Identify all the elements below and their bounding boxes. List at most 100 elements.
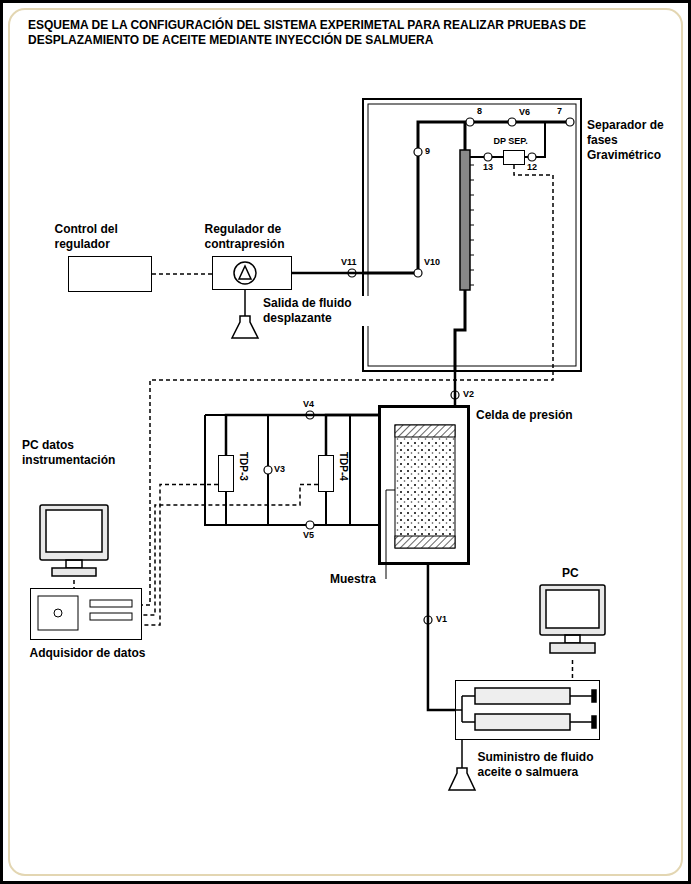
fluid-line <box>454 372 457 405</box>
signal-line <box>142 485 218 625</box>
pump-art-part <box>455 696 475 722</box>
node-label: Control del regulador <box>55 222 175 252</box>
valve-label: 13 <box>482 162 494 172</box>
label-wrap: 8 <box>476 106 483 116</box>
valve-label: V10 <box>423 257 441 267</box>
valve-symbol-part <box>528 153 536 161</box>
computer-icon-part <box>52 568 96 576</box>
computer-icon-part <box>90 613 132 620</box>
valve-label: V4 <box>302 399 315 409</box>
fluid-line <box>292 272 362 275</box>
core-sample-art-part <box>395 425 455 437</box>
label-wrap: Adquisidor de datos <box>30 646 150 661</box>
computer-icon-part <box>565 635 580 643</box>
dp-transducer: DP SEP. <box>503 150 525 165</box>
transducer-manifold-part <box>225 492 227 525</box>
core-sample-art <box>386 425 455 579</box>
computer-icon-part <box>38 596 78 630</box>
label-wrap: V11 <box>340 257 358 267</box>
regulator-symbol-part <box>232 316 258 338</box>
computer-icon-part <box>66 560 82 568</box>
core-sample-art-part <box>386 490 395 579</box>
label-wrap: Control del regulador <box>55 222 175 252</box>
core-sample: Muestra <box>395 425 455 548</box>
valve-symbol-part <box>306 521 314 529</box>
pump-art-part <box>592 690 596 702</box>
computer-icon-part <box>40 505 108 560</box>
outlet-label: Salida de fluido desplazante <box>262 296 374 326</box>
valve-label: V5 <box>302 530 315 540</box>
node-label: PC datos instrumentación <box>22 438 147 468</box>
title-wrap: ESQUEMA DE LA CONFIGURACIÓN DEL SISTEMA … <box>28 18 628 48</box>
pressure-cell: Celda de presiónMuestra <box>378 405 470 565</box>
node-label: Regulador de contrapresión <box>205 222 335 252</box>
node-label: Celda de presión <box>476 408 591 423</box>
signal-line <box>73 580 75 588</box>
pump-art-part <box>461 740 463 768</box>
regulator-box: Regulador de contrapresión <box>212 256 292 290</box>
node-label: TDP-3 <box>237 452 249 481</box>
valve-symbol-part <box>484 153 492 161</box>
label-wrap: 9 <box>424 146 431 156</box>
valve-label: V3 <box>273 464 286 474</box>
pressure-transducer: TDP-3 <box>218 455 234 492</box>
valve-label: 7 <box>556 106 563 116</box>
core-sample-art-part <box>395 536 455 548</box>
label-wrap: V5 <box>302 530 315 540</box>
transducer-manifold <box>205 415 378 525</box>
valve-label: V6 <box>518 107 531 117</box>
label-wrap: 12 <box>526 162 538 172</box>
separator-internals-part <box>455 290 465 372</box>
transducer-manifold-part <box>325 492 327 525</box>
node-label: TDP-4 <box>337 452 349 481</box>
computer-icon-part <box>90 600 132 607</box>
valve-label: 8 <box>476 106 483 116</box>
separator-internals-part <box>470 165 474 285</box>
label-wrap: V2 <box>462 389 475 399</box>
regulator-symbol-part <box>244 290 246 316</box>
pump-art-part <box>475 688 570 704</box>
valve-label: V11 <box>340 257 358 267</box>
transducer-manifold-part <box>205 415 378 525</box>
transducer-manifold-part <box>205 414 226 416</box>
label-wrap: PC datos instrumentación <box>22 438 147 468</box>
core-sample-art-part <box>395 425 455 548</box>
valve-symbol-part <box>264 466 272 474</box>
label-wrap: V10 <box>423 257 441 267</box>
label-wrap: Regulador de contrapresión <box>205 222 335 252</box>
valve-label: V2 <box>462 389 475 399</box>
separator-box: Separador de fases GravimétricoDP SEP. <box>362 98 582 372</box>
label-wrap: Muestra <box>330 572 385 587</box>
valve-symbol-part <box>414 269 422 277</box>
separator-internals-part <box>470 122 545 157</box>
label-wrap: V1 <box>435 614 448 624</box>
label-wrap: TDP-4 <box>337 452 349 481</box>
signal-line <box>142 165 553 605</box>
computer-icon-part <box>546 590 599 628</box>
signal-line <box>572 660 574 680</box>
computer-icon-part <box>46 510 102 552</box>
valve-symbol-part <box>508 118 516 126</box>
label-wrap: Suministro de fluido aceite o salmuera <box>478 750 608 780</box>
node-label: Suministro de fluido aceite o salmuera <box>478 750 608 780</box>
label-wrap: 13 <box>482 162 494 172</box>
computer-icon-part <box>540 585 605 635</box>
valve-label: 9 <box>424 146 431 156</box>
label-wrap: V6 <box>518 107 531 117</box>
pump-art-part <box>570 696 592 722</box>
label-wrap: DP SEP. <box>494 134 544 149</box>
label-wrap: Salida de fluido desplazante <box>262 296 374 326</box>
fluid-pump: Suministro de fluido aceite o salmuera <box>455 680 600 740</box>
separator-internals-part <box>464 122 467 150</box>
separator-internals-part <box>460 150 470 290</box>
valve-label: 12 <box>526 162 538 172</box>
label-wrap: V3 <box>273 464 286 474</box>
controller-box: Control del regulador <box>68 256 152 292</box>
valve-symbol-part <box>566 118 574 126</box>
signal-line <box>142 485 318 615</box>
valve-symbol-part <box>466 118 474 126</box>
fluid-line <box>226 415 378 455</box>
